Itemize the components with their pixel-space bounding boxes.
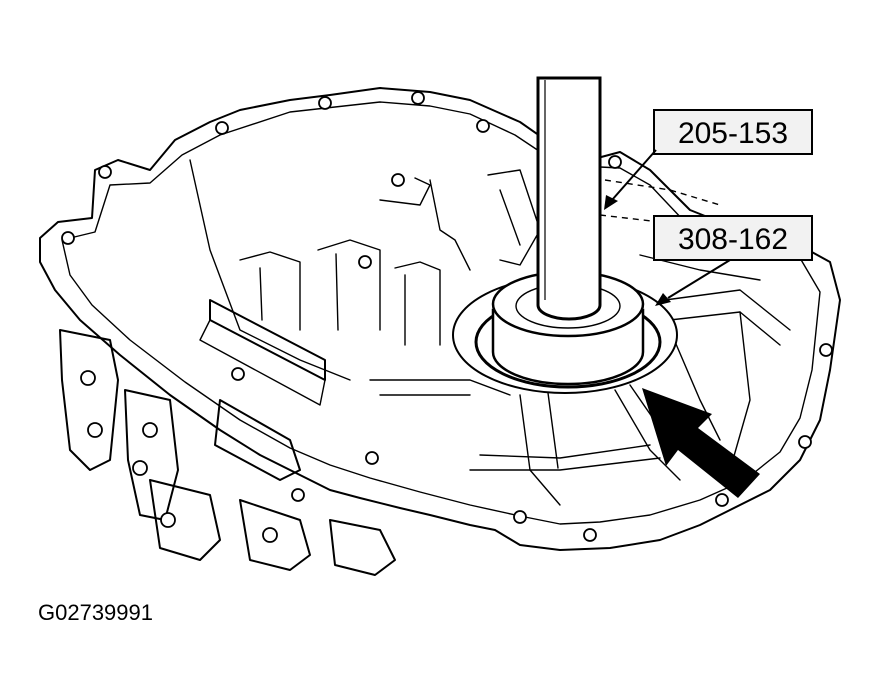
- figure-id: G02739991: [38, 600, 153, 625]
- callout-205-153: 205-153: [604, 109, 813, 210]
- arrow-icon: [655, 293, 671, 306]
- arrow-icon: [642, 388, 760, 498]
- callout-308-162: 308-162: [653, 215, 813, 306]
- side-bosses: [59, 299, 396, 576]
- case-flange: [39, 87, 841, 551]
- arrow-icon: [604, 195, 618, 210]
- case-interior: [189, 159, 791, 506]
- seal-installer-tool: [452, 76, 678, 394]
- callout-label-205-153: 205-153: [678, 117, 788, 150]
- callout-label-308-162: 308-162: [678, 223, 788, 256]
